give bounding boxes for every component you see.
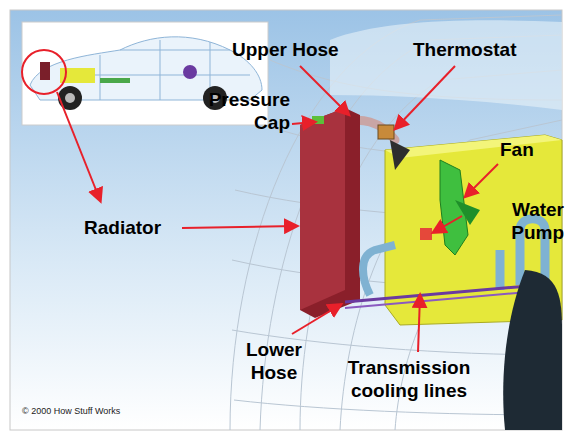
- part-label: Pressure Cap: [180, 88, 290, 134]
- part-label: Lower Hose: [234, 338, 314, 384]
- part-label: Radiator: [84, 216, 161, 239]
- copyright-note: © 2000 How Stuff Works: [22, 406, 120, 417]
- part-label: Upper Hose: [232, 38, 339, 61]
- part-label: Transmission cooling lines: [334, 356, 484, 402]
- part-label: Fan: [500, 138, 534, 161]
- part-label: Thermostat: [413, 38, 516, 61]
- part-label: Water Pump: [464, 198, 564, 244]
